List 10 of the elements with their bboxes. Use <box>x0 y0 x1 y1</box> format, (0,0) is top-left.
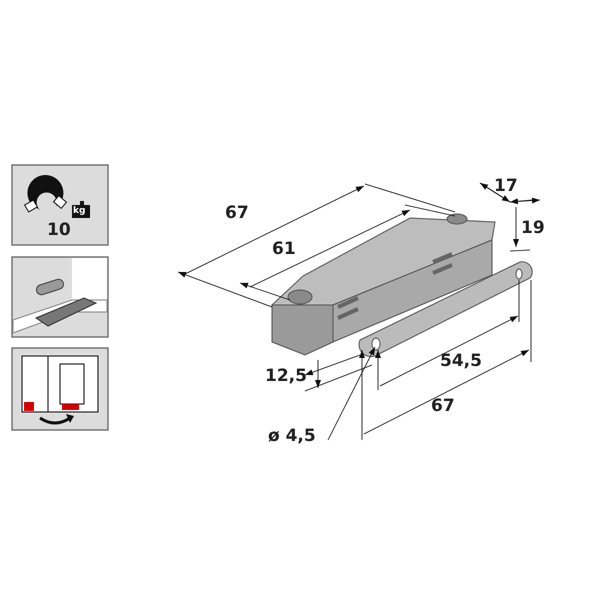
dimension-label: 19 <box>521 220 545 237</box>
dimension-label: 12,5 <box>265 368 307 385</box>
dimension-label: 61 <box>272 241 296 258</box>
dimension-label: ø 4,5 <box>268 428 316 445</box>
dimension-label: 17 <box>494 178 518 195</box>
force-value: 10 <box>47 222 71 239</box>
dimension-label: 67 <box>225 205 249 222</box>
dimension-label: 67 <box>431 398 455 415</box>
dimension-label: 54,5 <box>440 353 482 370</box>
weight-unit-label: kg <box>72 207 86 216</box>
